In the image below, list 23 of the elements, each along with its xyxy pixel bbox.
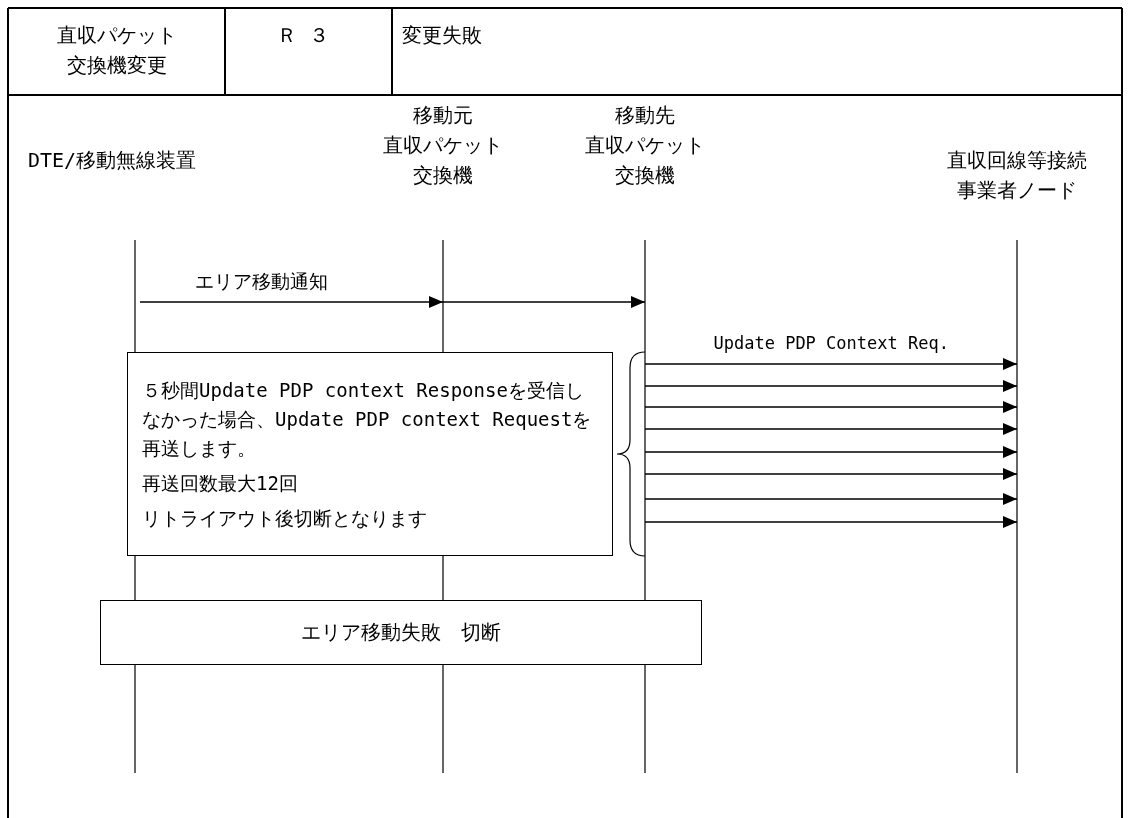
participant-label: 移動元直収パケット交換機 (383, 102, 503, 189)
arrow (644, 516, 1018, 528)
arrow (644, 423, 1018, 435)
note-text: 再送回数最大12回 (142, 470, 299, 496)
participant-label: 移動先直収パケット交換機 (585, 102, 705, 189)
participant-label: DTE/移動無線装置 (28, 147, 197, 174)
arrow (644, 493, 1018, 505)
box-text: エリア移動失敗 切断 (301, 619, 501, 646)
arrow (644, 380, 1018, 392)
arrow (644, 401, 1018, 413)
arrow (139, 296, 444, 308)
note-box (127, 352, 613, 556)
arrow (644, 468, 1018, 480)
arrow (644, 446, 1018, 458)
note-text: ５秒間Update PDP context Responseを受信しなかった場合、Update PDP context Requestを再送します。 (142, 377, 593, 461)
table-cell-text: 変更失敗 (402, 22, 483, 49)
process-box (100, 600, 702, 665)
table-cell-text: 直収パケット交換機変更 (55, 22, 178, 79)
table-cell-text: Ｒ３ (275, 22, 342, 49)
arrow (442, 296, 646, 308)
note-text: リトライアウト後切断となります (142, 505, 428, 531)
participant-label: 直収回線等接続事業者ノード (947, 147, 1087, 204)
arrow (644, 358, 1018, 370)
